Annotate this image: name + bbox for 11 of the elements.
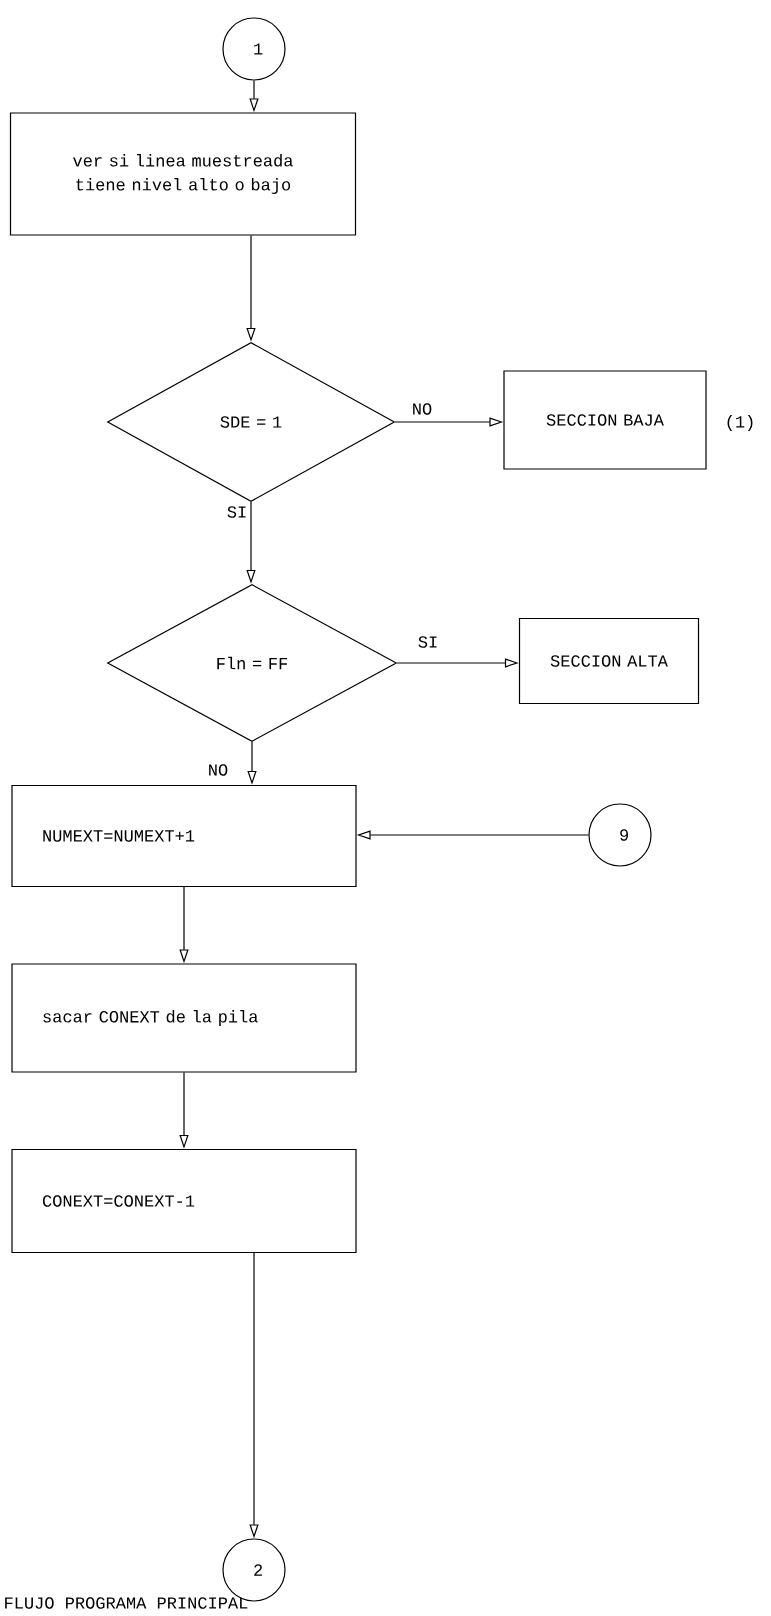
process-box: SECCION BAJA [503, 370, 707, 470]
process-box: CONEXT=CONEXT-1 [11, 1148, 357, 1254]
process-box: NUMEXT=NUMEXT+1 [11, 784, 357, 888]
edge-label: NO [206, 763, 230, 777]
edge-label: NO [410, 402, 434, 416]
process-box: ver si linea muestreada tiene nivel alto o bajo [9, 112, 357, 236]
process-box: SECCION ALTA [518, 617, 700, 705]
side-note: (1) [727, 415, 753, 431]
edge-label: SI [416, 635, 440, 649]
process-box: sacar CONEXT de la pila [11, 963, 357, 1073]
edge-label: SI [225, 505, 249, 519]
